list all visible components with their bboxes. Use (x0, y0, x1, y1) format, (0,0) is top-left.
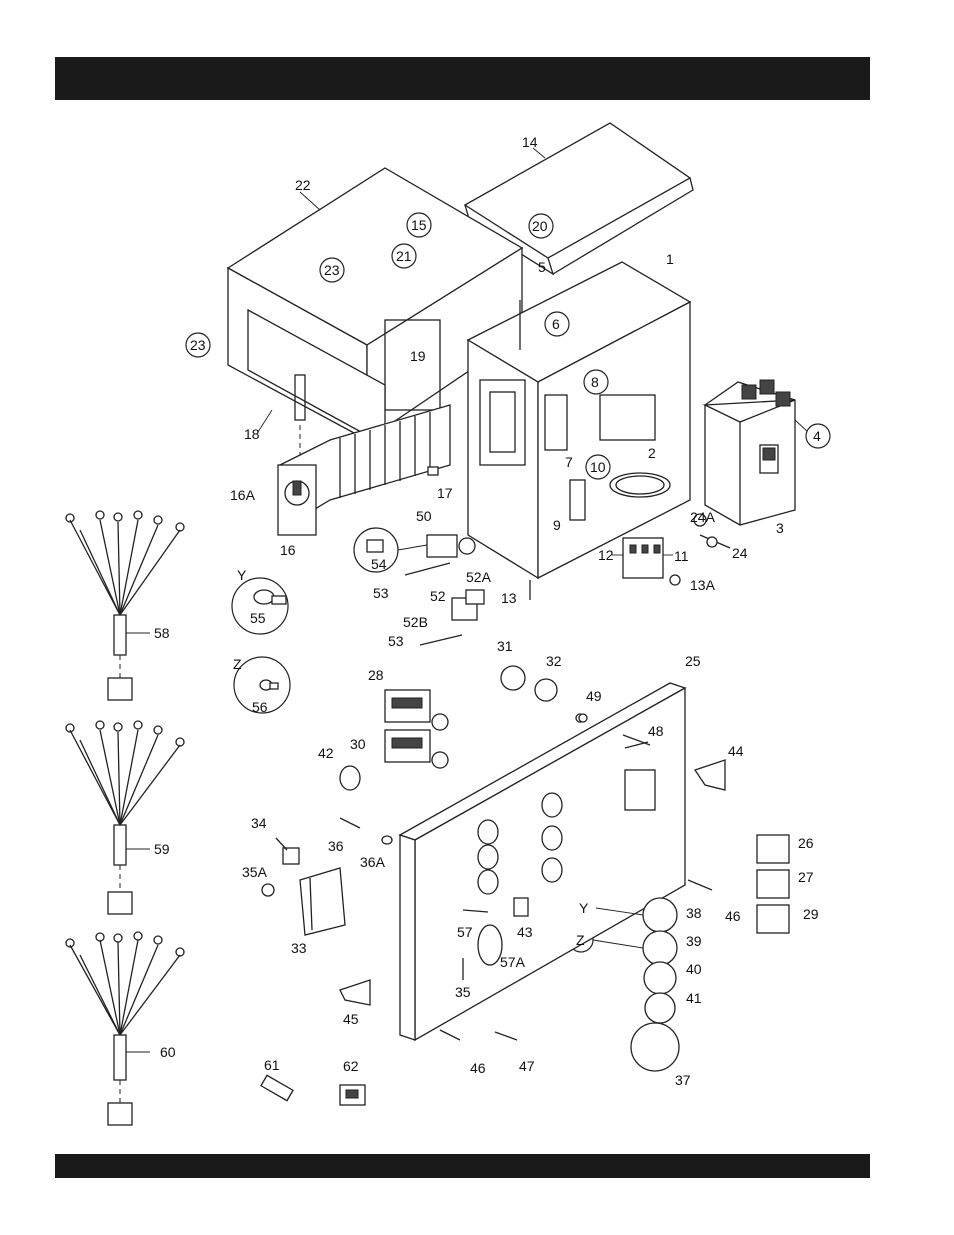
callout-38: 38 (686, 905, 702, 921)
callout-10: 10 (590, 459, 606, 475)
callout-59: 59 (154, 841, 170, 857)
wire-harness-59-part (66, 721, 184, 914)
callout-Y-gauge: Y (579, 900, 589, 916)
lamp-part (340, 766, 360, 790)
callout-34: 34 (251, 815, 267, 831)
callout-4: 4 (813, 428, 821, 444)
callout-60: 60 (160, 1044, 176, 1060)
callout-31: 31 (497, 638, 513, 654)
callout-7: 7 (565, 454, 573, 470)
callout-52: 52 (430, 588, 446, 604)
callout-2: 2 (648, 445, 656, 461)
callout-45: 45 (343, 1011, 359, 1027)
callout-43: 43 (517, 924, 533, 940)
terminal-block-part (340, 1085, 365, 1105)
indicator-part (340, 818, 392, 844)
callout-22: 22 (295, 177, 311, 193)
callout-39: 39 (686, 933, 702, 949)
callout-Z-sensor: Z (233, 656, 242, 672)
callout-23-left: 23 (190, 337, 206, 353)
callout-15: 15 (411, 217, 427, 233)
screw-13-part (530, 575, 680, 600)
wire-harness-60-part (66, 932, 184, 1125)
callout-24: 24 (732, 545, 748, 561)
callout-20: 20 (532, 218, 548, 234)
callout-62: 62 (343, 1058, 359, 1074)
callout-19: 19 (410, 348, 426, 364)
callout-1: 1 (666, 251, 674, 267)
callout-17: 17 (437, 485, 453, 501)
callout-47: 47 (519, 1058, 535, 1074)
callout-14: 14 (522, 134, 538, 150)
wire-harness-58-part (66, 511, 184, 700)
callout-37: 37 (675, 1072, 691, 1088)
callout-54: 54 (371, 556, 387, 572)
callout-52A: 52A (466, 569, 492, 585)
callout-46-bottom: 46 (470, 1060, 486, 1076)
callout-55: 55 (250, 610, 266, 626)
callout-Z-gauge: Z (576, 932, 585, 948)
callout-36A: 36A (360, 854, 386, 870)
callout-35: 35 (455, 984, 471, 1000)
callout-23-top: 23 (324, 262, 340, 278)
callout-49: 49 (586, 688, 602, 704)
callout-32: 32 (546, 653, 562, 669)
solenoid-part (405, 535, 475, 575)
callout-29: 29 (803, 906, 819, 922)
callout-9: 9 (553, 517, 561, 533)
callout-5: 5 (538, 259, 546, 275)
callout-18: 18 (244, 426, 260, 442)
callout-13A: 13A (690, 577, 716, 593)
callout-25: 25 (685, 653, 701, 669)
callout-44: 44 (728, 743, 744, 759)
toggle-switch-part (262, 838, 299, 896)
callout-8: 8 (591, 374, 599, 390)
panel-meter-part (757, 835, 789, 933)
callout-16A: 16A (230, 487, 256, 503)
callout-24A: 24A (690, 509, 716, 525)
callout-35A: 35A (242, 864, 268, 880)
callout-13: 13 (501, 590, 517, 606)
callout-11: 11 (674, 548, 689, 564)
callout-46-right: 46 (725, 908, 741, 924)
callout-56: 56 (252, 699, 268, 715)
callout-40: 40 (686, 961, 702, 977)
callout-61: 61 (264, 1057, 280, 1073)
fuse-part (261, 1075, 293, 1100)
control-panel-part (400, 683, 685, 1040)
circuit-board-part (300, 868, 345, 935)
callout-Y-sensor: Y (237, 567, 247, 583)
callout-53-lower: 53 (388, 633, 404, 649)
callout-36: 36 (328, 838, 344, 854)
callout-52B: 52B (403, 614, 428, 630)
hour-meter-part (385, 690, 448, 768)
callout-16: 16 (280, 542, 296, 558)
callout-26: 26 (798, 835, 814, 851)
callout-48: 48 (648, 723, 664, 739)
callout-41: 41 (686, 990, 702, 1006)
callout-57A: 57A (500, 954, 526, 970)
callout-42: 42 (318, 745, 334, 761)
callout-53-upper: 53 (373, 585, 389, 601)
relay-part (612, 538, 673, 578)
callout-33: 33 (291, 940, 307, 956)
callout-28: 28 (368, 667, 384, 683)
callout-12: 12 (598, 547, 614, 563)
callout-57: 57 (457, 924, 473, 940)
callout-3: 3 (776, 520, 784, 536)
callout-27: 27 (798, 869, 814, 885)
callout-21: 21 (396, 248, 412, 264)
callout-30: 30 (350, 736, 366, 752)
callout-58: 58 (154, 625, 170, 641)
circuit-breaker-part (705, 380, 808, 525)
callout-6: 6 (552, 316, 560, 332)
callout-50: 50 (416, 508, 432, 524)
